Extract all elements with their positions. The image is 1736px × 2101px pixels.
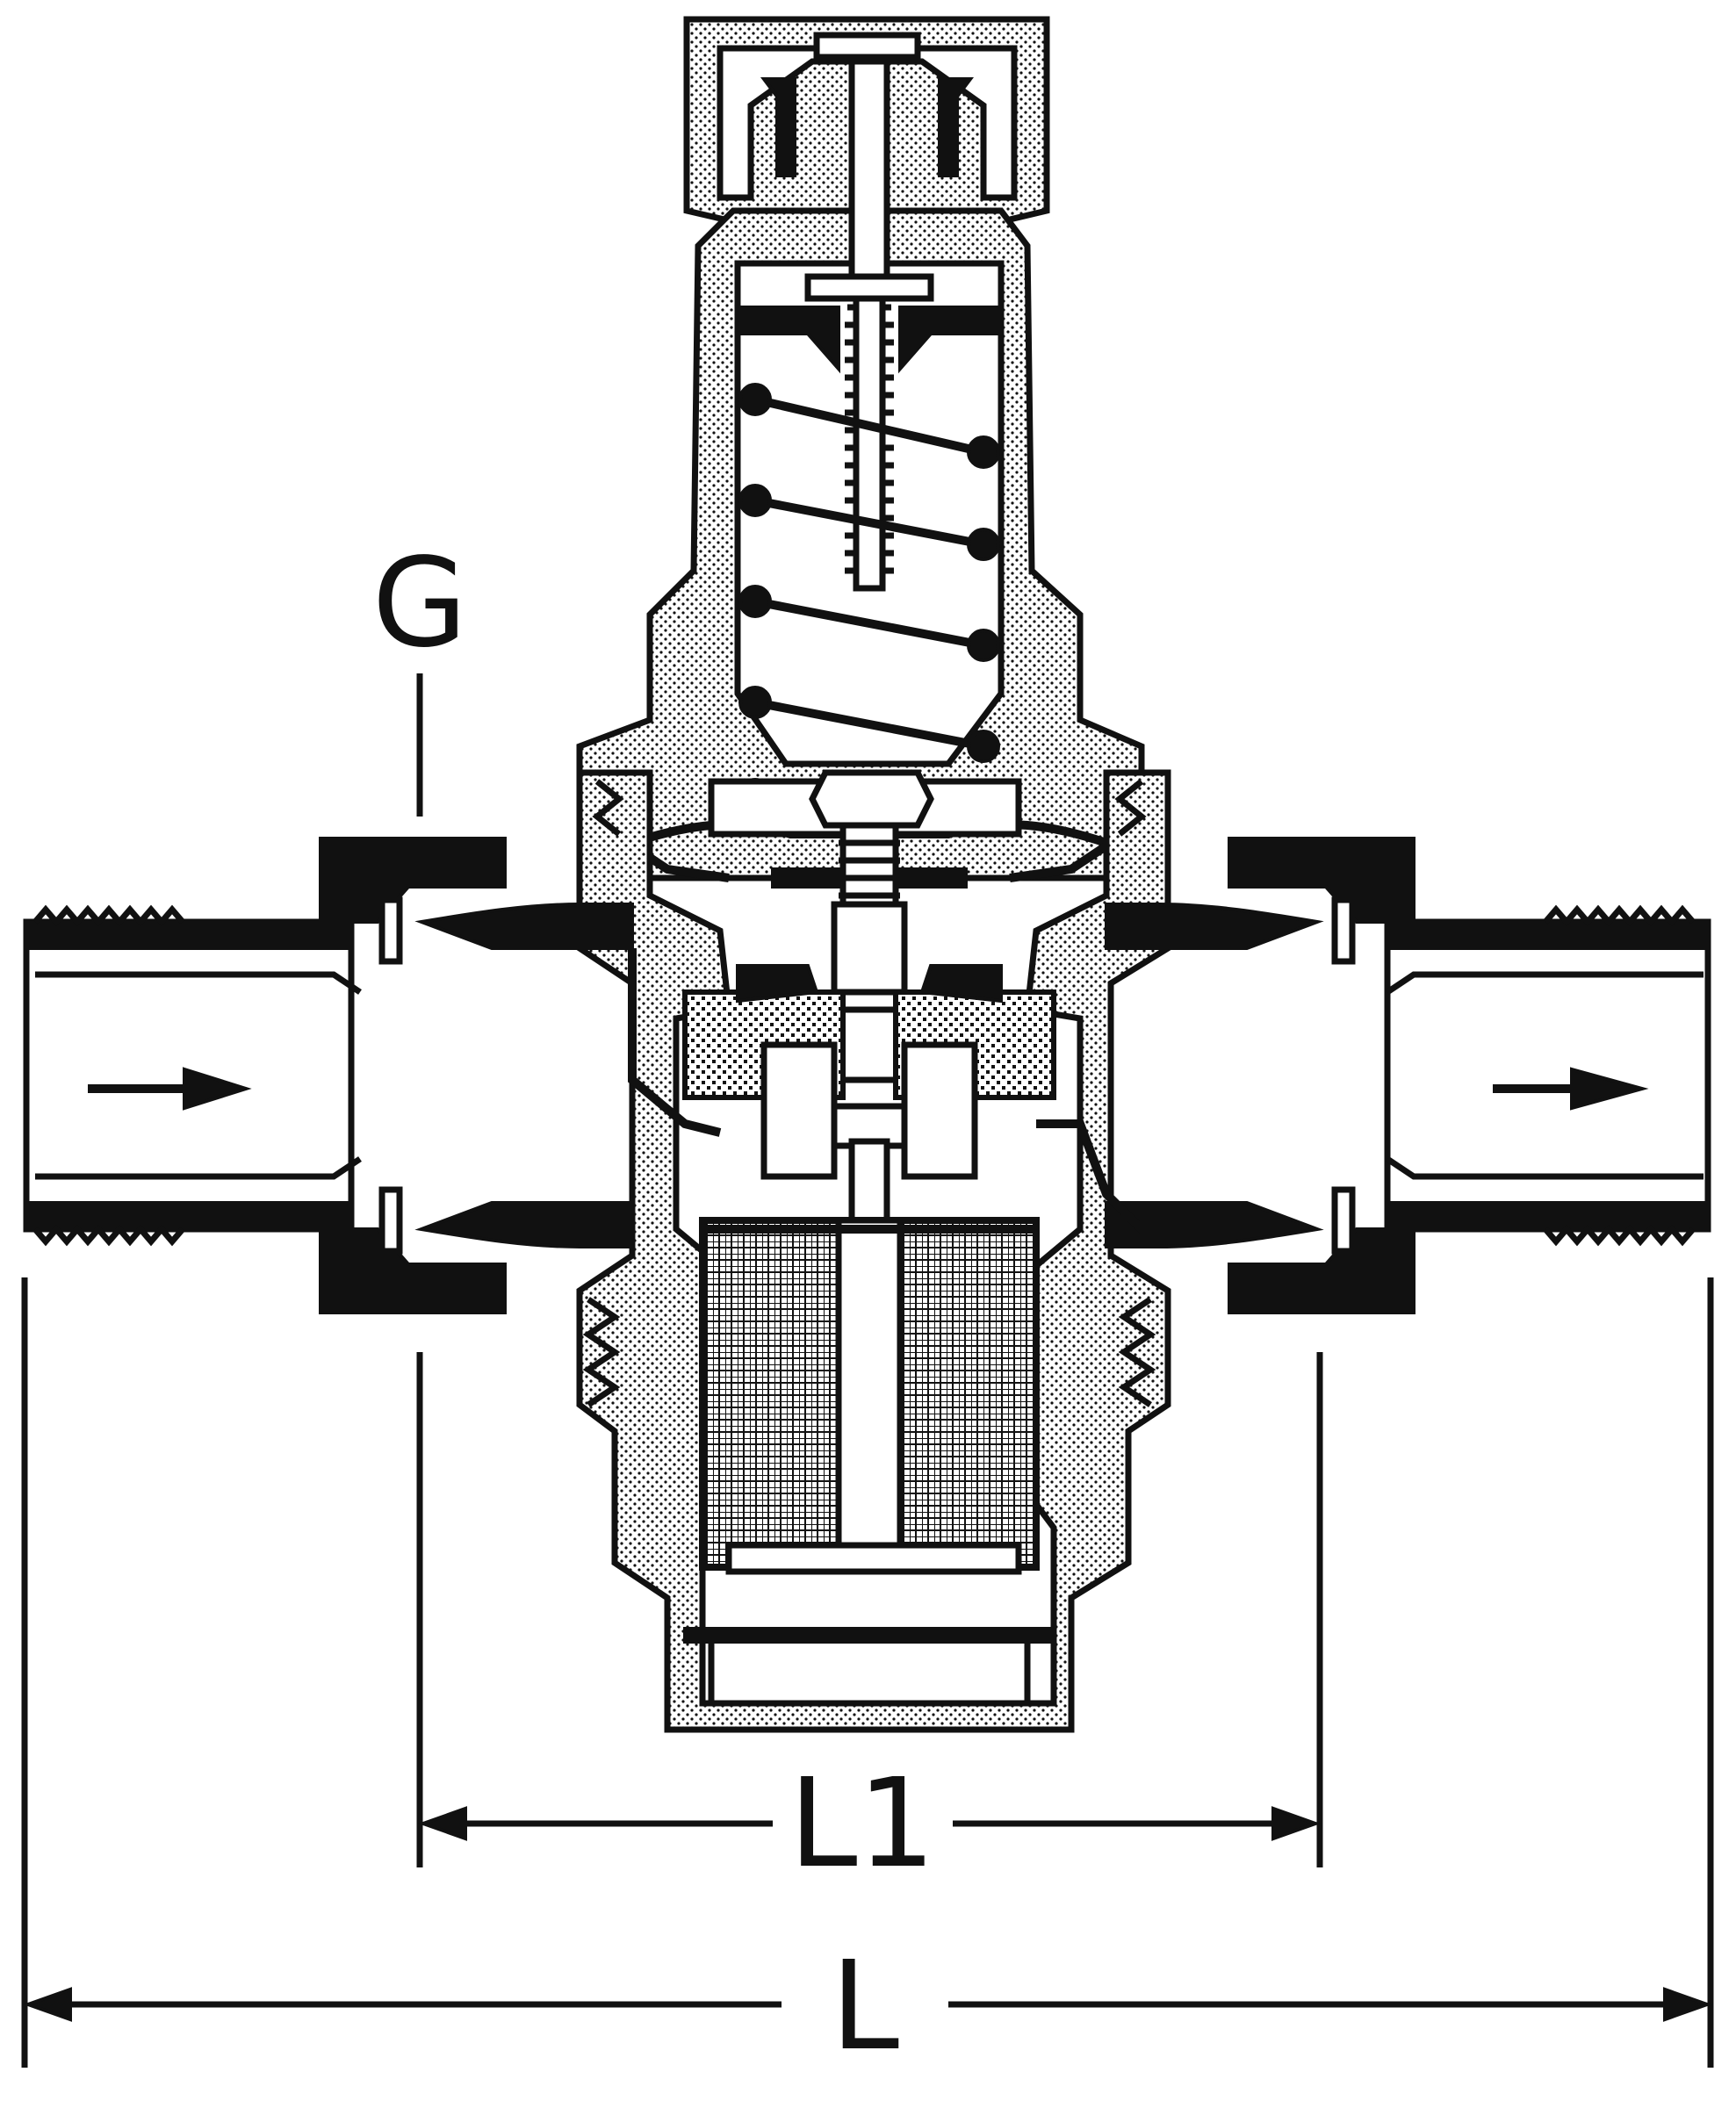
strainer-bowl-threads — [582, 779, 1156, 1407]
label-l: L — [831, 1935, 899, 2078]
dimension-l: L — [21, 1277, 1714, 2078]
outlet-nut — [1105, 837, 1415, 1314]
inlet-pipe — [23, 904, 362, 1247]
inlet-nut — [319, 837, 634, 1314]
label-l1: L1 — [789, 1752, 935, 1896]
label-g: G — [372, 532, 468, 675]
internal-flow-channel — [628, 948, 1247, 1234]
outlet-pipe — [1384, 904, 1711, 1247]
spring-plate-top — [736, 306, 1003, 374]
valve-stem — [822, 901, 917, 1224]
seat-housing — [682, 964, 1056, 1180]
flow-arrow-out — [1493, 1067, 1649, 1111]
flow-arrow-in — [88, 1067, 252, 1111]
strainer-cartridge — [699, 1217, 1040, 1575]
stem-nut — [809, 769, 934, 917]
dimension-l1: L1 — [416, 1352, 1323, 1896]
dimension-g: G — [372, 532, 468, 817]
